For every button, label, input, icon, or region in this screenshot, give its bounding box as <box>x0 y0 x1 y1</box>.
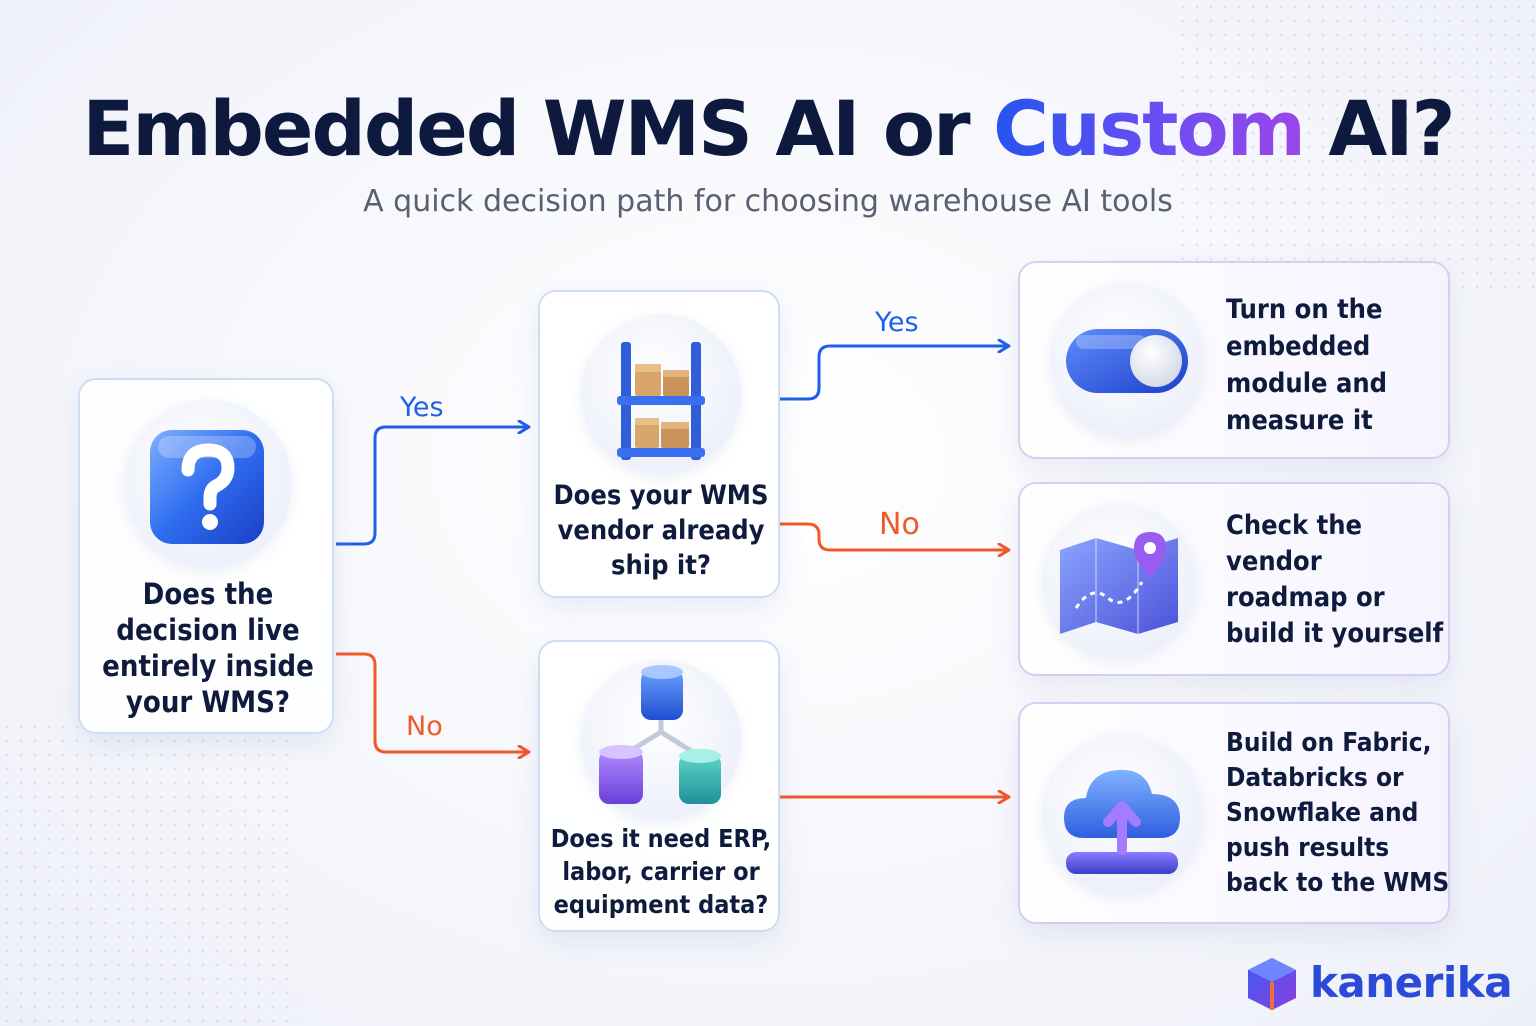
decision-text: Does the decision live entirely inside y… <box>102 577 314 719</box>
question-cube-icon <box>124 400 292 568</box>
outcome-node-o1: Turn on the embedded module and measure … <box>1018 261 1450 459</box>
edge-q1-no-arrow <box>336 652 528 752</box>
database-network-icon <box>581 660 741 820</box>
toggle-switch-icon <box>1050 283 1204 437</box>
brand-name: kanerika <box>1310 958 1513 1007</box>
edge-q2-yes-arrow <box>780 346 1008 401</box>
title-part: AI? <box>1303 84 1455 173</box>
map-pin-icon <box>1042 504 1196 658</box>
outcome-node-o3: Build on Fabric, Databricks or Snowflake… <box>1018 702 1450 924</box>
decision-node-q2: Does your WMS vendor already ship it? <box>538 290 780 598</box>
edge-q1-yes-arrow <box>336 427 528 546</box>
page-subtitle: A quick decision path for choosing wareh… <box>363 184 1173 219</box>
cloud-upload-icon <box>1042 734 1202 894</box>
outcome-text: Build on Fabric, Databricks or Snowflake… <box>1226 728 1450 898</box>
decision-node-q1: Does the decision live entirely inside y… <box>78 378 334 734</box>
edge-label-q1-no: No <box>406 711 443 742</box>
kanerika-logo-icon <box>1248 958 1296 1010</box>
decision-node-q3: Does it need ERP, labor, carrier or equi… <box>538 640 780 932</box>
title-part: Embedded WMS AI or <box>82 84 994 173</box>
edge-label-q2-no: No <box>879 507 920 542</box>
decision-text: Does your WMS vendor already ship it? <box>553 480 769 581</box>
decision-text: Does it need ERP, labor, carrier or equi… <box>550 824 772 919</box>
outcome-text: Turn on the embedded module and measure … <box>1226 294 1388 436</box>
outcome-node-o2: Check the vendor roadmap or build it you… <box>1018 482 1450 676</box>
edge-label-q2-yes: Yes <box>875 307 919 338</box>
warehouse-shelf-icon <box>581 314 741 474</box>
edge-label-q1-yes: Yes <box>400 392 444 423</box>
edge-q2-no-arrow <box>780 522 1008 550</box>
outcome-text: Check the vendor roadmap or build it you… <box>1226 510 1444 649</box>
page-title: Embedded WMS AI or Custom AI? <box>0 84 1536 173</box>
title-accent: Custom <box>993 84 1306 173</box>
